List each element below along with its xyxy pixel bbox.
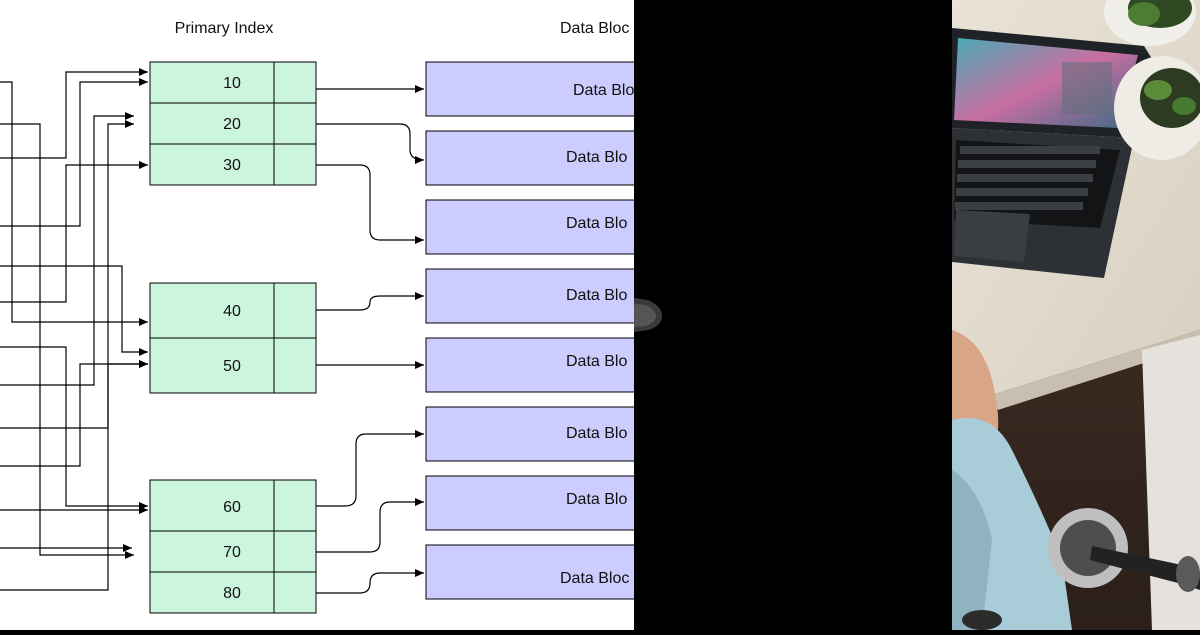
data-block [425,406,634,462]
index-key: 80 [223,585,241,602]
outgoing-line [316,569,424,594]
incoming-line [0,360,148,591]
incoming-line [0,346,148,510]
index-cell [149,102,275,145]
index-key: 30 [223,157,241,174]
black-panel [634,0,950,630]
incoming-line [0,120,134,429]
outgoing-line [316,123,425,164]
data-block-label: Data Bloc [560,570,629,587]
data-block [425,130,634,186]
outgoing-line [316,430,424,507]
pointer-cell [273,479,317,532]
laptop-illustration [952,28,1154,278]
incoming-line [0,112,134,386]
data-blocks-header: Data Bloc [560,20,629,37]
data-block-label: Data Blo [573,82,634,99]
index-cell [149,571,275,614]
index-diagram: Primary Index Data Bloc [0,20,634,614]
data-block-label: Data Blo [566,353,627,370]
pointer-cell [273,102,317,145]
chair-base [1048,508,1200,592]
data-block [425,475,634,531]
incoming-line [0,81,148,326]
index-cell [149,143,275,186]
data-block [425,61,634,117]
outgoing-pointer-lines [316,85,425,594]
index-group-3: 60 70 80 [149,479,317,614]
pointer-cell [273,571,317,614]
incoming-line [0,161,148,303]
index-cell [149,282,275,339]
primary-index-header: Primary Index [175,20,274,37]
data-block [425,337,634,393]
data-blocks: Data Blo Data Blo Data Blo Data Blo Data… [425,61,634,600]
index-key: 20 [223,116,241,133]
data-block-label: Data Blo [566,287,627,304]
index-group-2: 40 50 [149,282,317,394]
plant-pots [1104,0,1200,160]
outgoing-line [316,164,424,244]
outgoing-line [316,292,424,311]
pointer-cell [273,282,317,339]
pointer-cell [273,530,317,573]
index-cell [149,479,275,532]
index-key: 50 [223,358,241,375]
incoming-line [0,123,134,559]
person-illustration [952,330,1072,630]
incoming-line [0,360,148,467]
incoming-line [0,78,148,227]
pointer-cell [273,61,317,104]
incoming-line [0,68,148,159]
data-block-label: Data Blo [566,491,627,508]
data-block-label: Data Blo [566,215,627,232]
index-group-1: 10 20 30 [149,61,317,186]
index-cell [149,337,275,394]
data-block [425,199,634,255]
index-cell [149,530,275,573]
index-key: 40 [223,303,241,320]
data-block-label: Data Blo [566,425,627,442]
index-key: 70 [223,544,241,561]
edge-fragment [634,298,662,332]
data-block [425,544,634,600]
incoming-pointer-lines [0,68,148,591]
pointer-cell [273,143,317,186]
workspace-photo-illustration [952,0,1200,630]
data-block-label: Data Blo [566,149,627,166]
index-cell [149,61,275,104]
index-diagram-panel: Primary Index Data Bloc [0,0,634,630]
data-block [425,268,634,324]
outgoing-line [316,498,424,553]
incoming-line [0,265,148,356]
workspace-photo [952,0,1200,630]
index-key: 10 [223,75,241,92]
index-key: 60 [223,499,241,516]
pointer-cell [273,337,317,394]
